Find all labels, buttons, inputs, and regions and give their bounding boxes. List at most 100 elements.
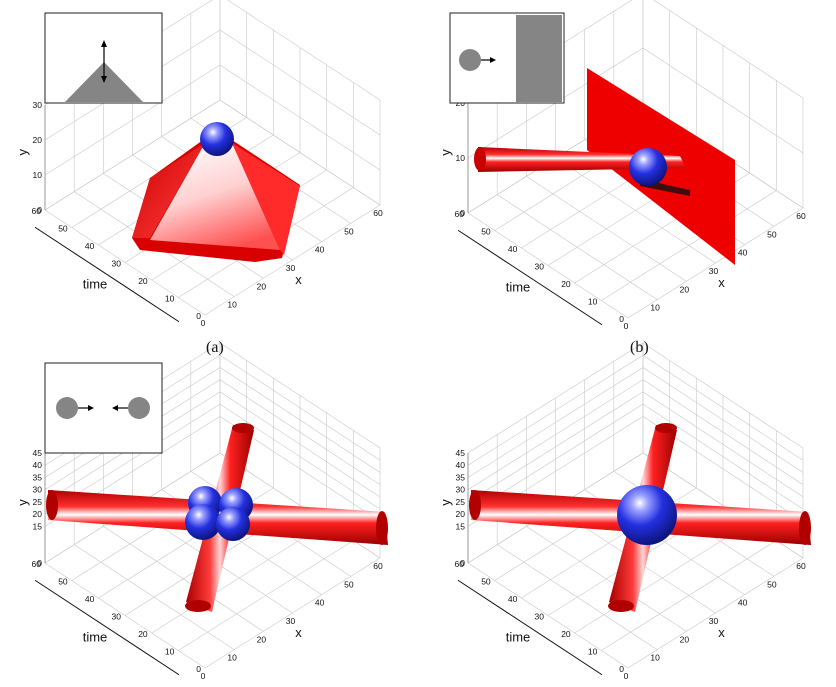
grid-line bbox=[627, 207, 804, 319]
x-axis-label: x bbox=[295, 625, 302, 640]
wall-collision-surface bbox=[474, 68, 735, 265]
time-tick-label: 40 bbox=[508, 244, 518, 254]
x-tick-label: 20 bbox=[680, 634, 690, 644]
inset-particle-right bbox=[128, 397, 150, 419]
time-tick-label: 30 bbox=[112, 612, 122, 622]
y-tick-label: 20 bbox=[456, 509, 466, 519]
y-tick-label: 0 bbox=[460, 558, 465, 568]
time-tick-label: 0 bbox=[619, 314, 624, 324]
x-tick-label: 20 bbox=[257, 281, 267, 291]
panel-label-b: (b) bbox=[630, 339, 649, 356]
x-axis-label: x bbox=[718, 625, 725, 640]
time-tick-label: 50 bbox=[58, 224, 68, 234]
x-tick-label: 40 bbox=[315, 245, 325, 255]
x-tick-label: 40 bbox=[738, 248, 748, 258]
y-tick-label: 35 bbox=[33, 472, 43, 482]
grid-line bbox=[44, 99, 221, 211]
grid-line bbox=[601, 540, 777, 651]
grid-line bbox=[178, 540, 354, 651]
grid-line bbox=[219, 342, 381, 449]
pyramid-face-front bbox=[150, 143, 280, 250]
y-tick-label: 20 bbox=[33, 509, 43, 519]
time-axis-arrow bbox=[457, 229, 603, 326]
grid-line bbox=[467, 354, 644, 466]
tube-end bbox=[474, 147, 486, 171]
tick-labels: 0102030405060010203040506001520253035404… bbox=[32, 448, 383, 681]
y-tick-label: 0 bbox=[37, 558, 42, 568]
time-tick-label: 60 bbox=[32, 559, 42, 569]
grid-line bbox=[467, 367, 644, 478]
inset-arrowhead-up bbox=[101, 40, 107, 47]
time-tick-label: 20 bbox=[138, 276, 148, 286]
particle-sphere bbox=[216, 507, 250, 541]
x-tick-label: 0 bbox=[201, 671, 206, 681]
inset-arrowhead-left bbox=[88, 405, 94, 411]
grid-line bbox=[627, 557, 804, 669]
pyramid-face-left bbox=[132, 143, 205, 238]
y-axis-label: y bbox=[15, 149, 30, 156]
time-tick-label: 40 bbox=[85, 594, 95, 604]
time-tick-label: 0 bbox=[619, 664, 624, 674]
grid-line bbox=[467, 379, 644, 490]
time-tick-label: 30 bbox=[535, 262, 545, 272]
grid-line bbox=[653, 0, 804, 99]
inset-particle bbox=[459, 49, 481, 71]
y-tick-label: 25 bbox=[456, 497, 466, 507]
grid-line bbox=[44, 64, 221, 176]
time-tick-label: 60 bbox=[455, 559, 465, 569]
grid-line bbox=[642, 354, 804, 461]
time-tick-label: 20 bbox=[561, 279, 571, 289]
time-tick-label: 50 bbox=[58, 577, 68, 587]
time-axis-arrow bbox=[457, 579, 603, 676]
x-tick-label: 30 bbox=[286, 263, 296, 273]
y-axis-label: y bbox=[15, 499, 30, 506]
time-tick-label: 20 bbox=[561, 629, 571, 639]
grid-line bbox=[204, 557, 381, 669]
time-tick-label: 20 bbox=[138, 629, 148, 639]
x-tick-label: 0 bbox=[624, 321, 629, 331]
pyramid-face-right bbox=[232, 143, 300, 255]
x-tick-label: 10 bbox=[650, 653, 660, 663]
grid-line bbox=[601, 190, 777, 301]
tube-end-left bbox=[469, 490, 481, 520]
x-axis-label: x bbox=[718, 275, 725, 290]
tube-end-right bbox=[376, 511, 388, 545]
y-tick-label: 20 bbox=[33, 135, 43, 145]
grid-line bbox=[642, 379, 804, 485]
y-tick-label: 15 bbox=[33, 521, 43, 531]
x-tick-label: 10 bbox=[227, 653, 237, 663]
grid-line bbox=[219, 354, 381, 461]
grid-line bbox=[151, 522, 327, 634]
x-tick-label: 50 bbox=[767, 579, 777, 589]
y-axis-label: y bbox=[438, 149, 453, 156]
y-tick-label: 10 bbox=[33, 170, 43, 180]
tube-end-top bbox=[655, 423, 677, 433]
grid-line bbox=[219, 391, 381, 498]
crossing-surface-c bbox=[46, 423, 388, 612]
grid-line bbox=[642, 391, 804, 498]
time-axis-label: time bbox=[83, 277, 108, 292]
tube-end-right bbox=[799, 511, 811, 545]
grid-line bbox=[219, 367, 381, 473]
x-tick-label: 60 bbox=[796, 211, 806, 221]
grid-line bbox=[467, 391, 644, 503]
time-axis-arrow bbox=[34, 579, 180, 676]
y-tick-label: 30 bbox=[33, 100, 43, 110]
particle-sphere bbox=[617, 485, 677, 545]
x-tick-label: 20 bbox=[680, 284, 690, 294]
y-tick-label: 45 bbox=[33, 448, 43, 458]
inset-particle-left bbox=[56, 397, 78, 419]
time-tick-label: 60 bbox=[455, 209, 465, 219]
x-tick-label: 40 bbox=[315, 598, 325, 608]
x-tick-label: 0 bbox=[624, 671, 629, 681]
inset-arrowhead bbox=[490, 57, 496, 63]
x-tick-label: 50 bbox=[767, 229, 777, 239]
tube-end-top bbox=[232, 423, 254, 433]
tube-end-left bbox=[46, 490, 58, 520]
time-axis-label: time bbox=[83, 630, 108, 645]
y-tick-label: 30 bbox=[456, 485, 466, 495]
time-axis-label: time bbox=[506, 630, 531, 645]
